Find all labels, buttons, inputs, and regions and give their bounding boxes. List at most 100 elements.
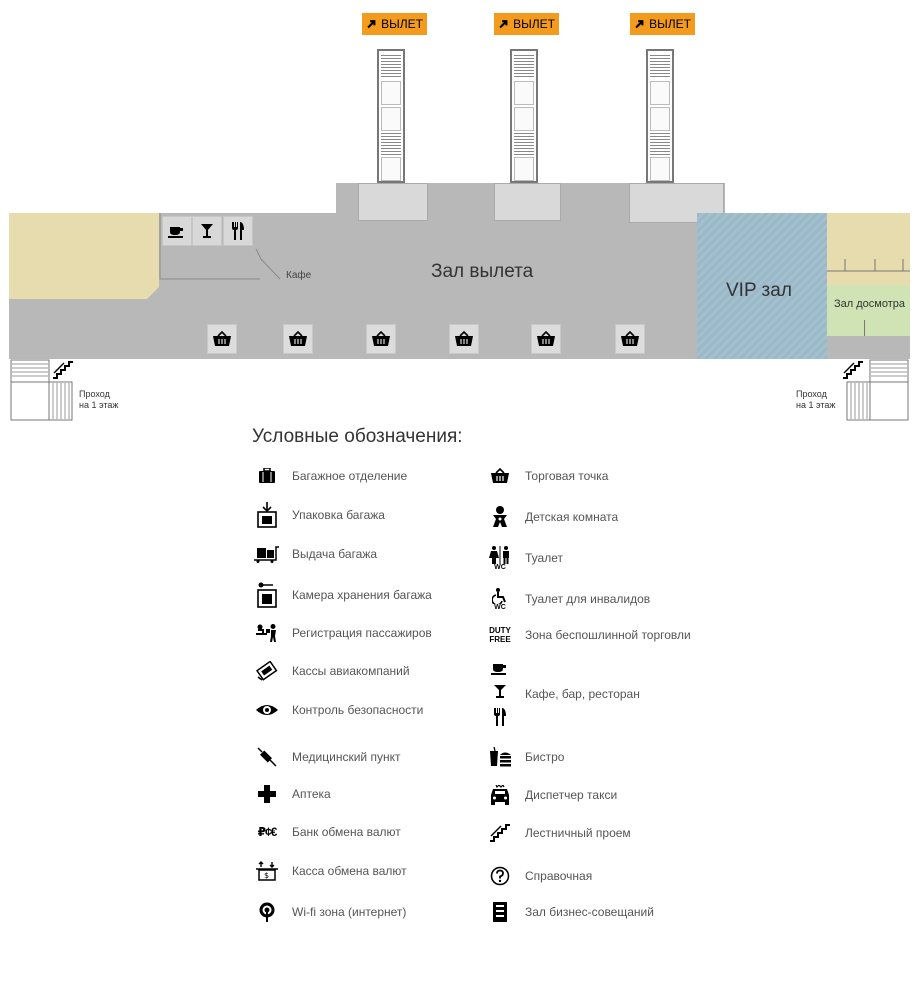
legend-label: Кафе, бар, ресторан <box>525 687 640 701</box>
left-staircase <box>10 359 73 421</box>
screening-hall-label: Зал досмотра <box>834 298 905 310</box>
legend-item: DUTY FREE Зона беспошлинной торговли <box>485 620 691 650</box>
jetway-3 <box>646 49 674 183</box>
check-in-icon <box>252 618 282 648</box>
stairs-icon <box>53 361 73 379</box>
legend-item: Багажное отделение <box>252 461 407 491</box>
toilet-icon: WC <box>485 541 515 575</box>
legend-label: Справочная <box>525 869 593 883</box>
legend-label: Касса обмена валют <box>292 864 407 878</box>
departure-sign-2: ВЫЛЕТ <box>494 13 559 35</box>
bistro-icon <box>485 742 515 772</box>
legend-label: Банк обмена валют <box>292 825 401 839</box>
gate-2-lower <box>494 183 561 221</box>
passage-left-line2: на 1 этаж <box>79 400 119 410</box>
svg-text:$: $ <box>264 871 269 880</box>
shop-basket-icon <box>485 461 515 491</box>
legend-item: Камера хранения багажа <box>252 580 432 610</box>
passage-right-label: Проход на 1 этаж <box>796 389 835 411</box>
currency-icon: ₽¢€ <box>252 817 282 847</box>
legend-item: Справочная <box>485 861 592 891</box>
accessible-toilet-icon: WC <box>485 582 515 616</box>
shop-basket-icon <box>615 324 645 354</box>
screening-divider <box>864 320 865 336</box>
legend-item: Бистро <box>485 742 564 772</box>
legend-item: Медицинский пункт <box>252 742 400 772</box>
duty-free-icon: DUTY FREE <box>485 620 515 650</box>
legend-item: Торговая точка <box>485 461 608 491</box>
jetway-1 <box>377 49 405 183</box>
taxi-icon <box>485 780 515 810</box>
cafe-zone-outline <box>159 213 281 280</box>
passage-left-label: Проход на 1 этаж <box>79 389 118 411</box>
legend-label: Зона беспошлинной торговли <box>525 628 691 642</box>
bar-glass-icon <box>494 684 506 698</box>
legend-label: Выдача багажа <box>292 547 378 561</box>
departure-sign-3: ВЫЛЕТ <box>630 13 695 35</box>
baggage-claim-icon <box>252 539 282 569</box>
baby-icon <box>485 502 515 532</box>
legend-item: Выдача багажа <box>252 539 377 569</box>
passage-left-line1: Проход <box>79 389 110 399</box>
shop-basket-icon <box>531 324 561 354</box>
departure-sign-label: ВЫЛЕТ <box>381 17 423 31</box>
legend-item: Аптека <box>252 779 331 809</box>
legend-item: Кассы авиакомпаний <box>252 656 410 686</box>
cafe-cup-icon <box>162 216 192 246</box>
departure-sign-1: ВЫЛЕТ <box>362 13 427 35</box>
arrow-up-right-icon <box>499 20 508 29</box>
legend-item: Регистрация пассажиров <box>252 618 432 648</box>
exchange-office-icon: $ <box>252 856 282 886</box>
legend-item: Зал бизнес-совещаний <box>485 897 654 927</box>
baggage-wrap-icon <box>252 500 282 530</box>
legend-item: WC Туалет для инвалидов <box>485 582 650 616</box>
right-staircase <box>846 359 909 421</box>
legend-item: Лестничный проем <box>485 818 631 848</box>
passage-right-line1: Проход <box>796 389 827 399</box>
cross-icon <box>252 779 282 809</box>
legend-label: Багажное отделение <box>292 469 408 483</box>
ticket-office-icon <box>252 656 282 686</box>
arrow-up-right-icon <box>367 20 376 29</box>
departure-hall-label: Зал вылета <box>431 261 534 282</box>
legend-label: Медицинский пункт <box>292 750 401 764</box>
shop-basket-icon <box>283 324 313 354</box>
wc-label: WC <box>494 563 506 571</box>
legend-label: Лестничный проем <box>525 826 631 840</box>
cafe-label: Кафе <box>286 270 312 281</box>
legend-label: Аптека <box>292 787 331 801</box>
arrow-up-right-icon <box>635 20 644 29</box>
wc-label: WC <box>494 603 506 611</box>
legend-label: Кассы авиакомпаний <box>292 664 410 678</box>
shop-basket-icon <box>366 324 396 354</box>
passage-right-line2: на 1 этаж <box>796 400 836 410</box>
legend-item: Упаковка багажа <box>252 500 385 530</box>
legend-item: WC Туалет <box>485 541 563 575</box>
legend-label: Регистрация пассажиров <box>292 626 432 640</box>
legend-label: Wi-fi зона (интернет) <box>292 905 407 919</box>
legend-item: $ Касса обмена валют <box>252 856 407 886</box>
legend-item: Контроль безопасности <box>252 695 423 725</box>
stairs-icon <box>485 818 515 848</box>
cafe-bar-restaurant-icon <box>485 662 515 726</box>
legend-item: Кафе, бар, ресторан <box>485 662 640 726</box>
legend-label: Туалет <box>525 551 563 565</box>
legend-item: Детская комната <box>485 502 618 532</box>
cafe-cup-icon <box>491 664 506 675</box>
shop-basket-icon <box>207 324 237 354</box>
currency-symbols: ₽¢€ <box>257 825 278 839</box>
stairs-icon <box>843 361 863 379</box>
departure-sign-label: ВЫЛЕТ <box>649 17 691 31</box>
right-service-dividers <box>827 259 910 272</box>
restaurant-cutlery-icon <box>494 708 506 726</box>
business-hall-icon <box>485 897 515 927</box>
duty-free-line1: DUTY <box>489 626 511 635</box>
legend-item: Диспетчер такси <box>485 780 617 810</box>
right-service-area <box>827 213 910 285</box>
departure-sign-label: ВЫЛЕТ <box>513 17 555 31</box>
legend-label: Торговая точка <box>525 469 609 483</box>
legend-label: Диспетчер такси <box>525 788 618 802</box>
wifi-icon <box>252 897 282 927</box>
gate-1-lower <box>358 183 428 221</box>
legend-label: Упаковка багажа <box>292 508 385 522</box>
